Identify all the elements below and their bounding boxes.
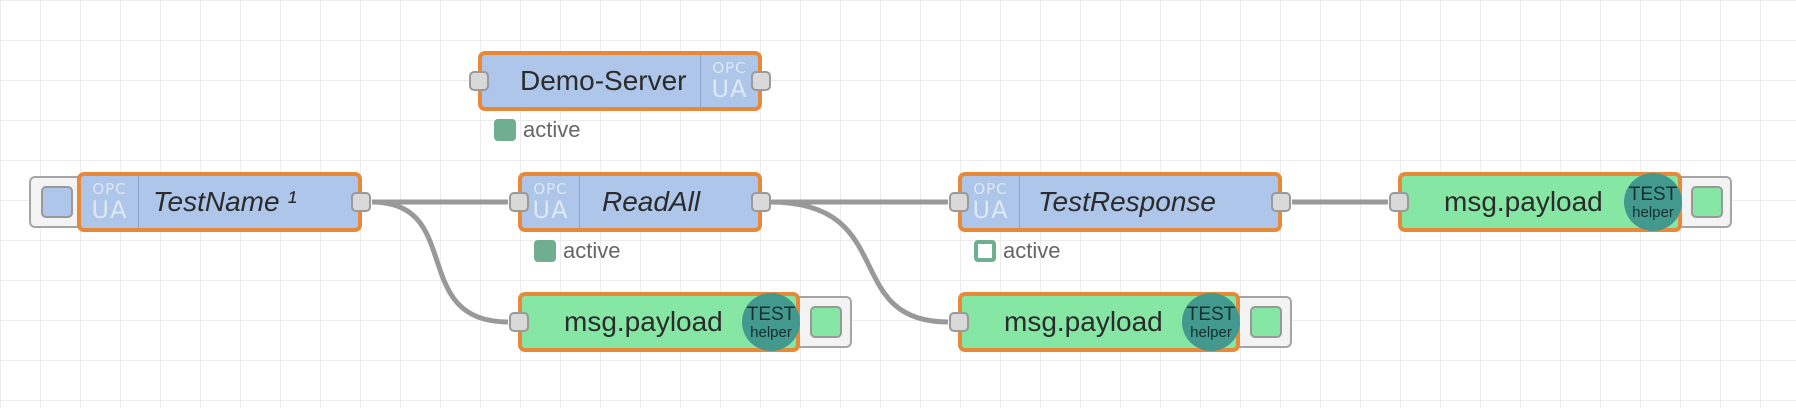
wire-readall-debug2[interactable]	[769, 199, 949, 325]
debug-node-3[interactable]: msg.payload TEST helper	[1389, 172, 1682, 232]
testname-node[interactable]: OPC UA TestName ¹	[77, 172, 371, 232]
output-port[interactable]	[1271, 192, 1291, 212]
node-label: TestName ¹	[153, 186, 297, 217]
input-port[interactable]	[949, 312, 969, 332]
status-readall: active	[534, 238, 620, 264]
status-ring-icon	[974, 240, 996, 262]
node-label: msg.payload	[1444, 186, 1603, 217]
debug-node-2[interactable]: msg.payload TEST helper	[949, 292, 1240, 352]
opc-ua-icon: OPC UA	[962, 176, 1020, 228]
opc-ua-icon: OPC UA	[81, 176, 139, 228]
demo-server-node[interactable]: Demo-Server OPC UA	[469, 51, 771, 111]
testresponse-node[interactable]: OPC UA TestResponse	[949, 172, 1291, 232]
input-port[interactable]	[1389, 192, 1409, 212]
status-text: active	[1003, 238, 1061, 263]
output-port[interactable]	[751, 192, 771, 212]
input-port[interactable]	[469, 71, 489, 91]
node-label: ReadAll	[602, 186, 701, 217]
status-text: active	[523, 117, 581, 142]
input-port[interactable]	[509, 192, 529, 212]
test-helper-icon: TEST helper	[1182, 293, 1240, 351]
output-port[interactable]	[751, 71, 771, 91]
output-port[interactable]	[351, 192, 371, 212]
debug-node-1[interactable]: msg.payload TEST helper	[509, 292, 800, 352]
debug-toggle-button[interactable]	[810, 306, 842, 338]
node-label: msg.payload	[1004, 306, 1163, 337]
readall-node[interactable]: OPC UA ReadAll	[509, 172, 771, 232]
status-testresponse: active	[974, 238, 1060, 264]
input-port[interactable]	[949, 192, 969, 212]
status-dot-icon	[494, 119, 516, 141]
node-label: msg.payload	[564, 306, 723, 337]
test-helper-icon: TEST helper	[1624, 173, 1682, 231]
debug-toggle-button[interactable]	[1691, 186, 1723, 218]
status-demo-server: active	[494, 117, 580, 143]
status-dot-icon	[534, 240, 556, 262]
debug-toggle-button[interactable]	[1250, 306, 1282, 338]
node-label: TestResponse	[1038, 186, 1216, 217]
opc-ua-icon: OPC UA	[700, 55, 758, 107]
input-port[interactable]	[509, 312, 529, 332]
opc-ua-icon: OPC UA	[522, 176, 580, 228]
test-helper-icon: TEST helper	[742, 293, 800, 351]
inject-button-tab[interactable]	[29, 176, 89, 228]
node-label: Demo-Server	[520, 65, 687, 96]
inject-button[interactable]	[41, 186, 73, 218]
status-text: active	[563, 238, 621, 263]
wire-testname-debug1[interactable]	[371, 199, 509, 325]
